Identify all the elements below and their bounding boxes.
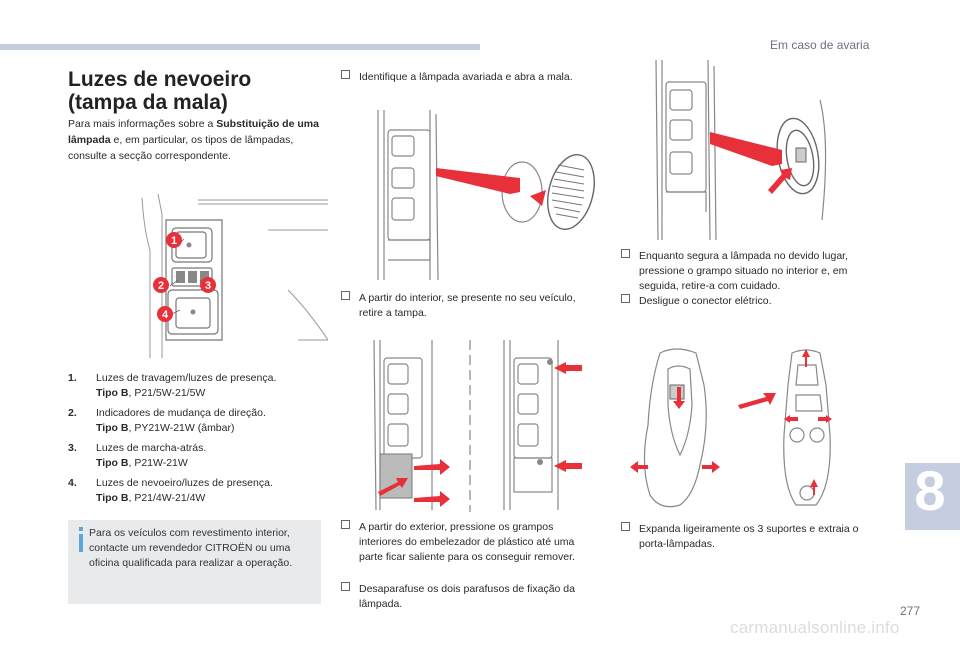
list-item: 3. Luzes de marcha-atrás. Tipo B, P21W-21W [68,441,318,471]
list-spec: , PY21W-21W (âmbar) [128,422,235,434]
checkbox-bullet-icon [621,294,630,303]
step-6-text: Desligue o conector elétrico. [639,295,772,307]
list-item: 2. Indicadores de mudança de direção. Tipo… [68,406,318,436]
red-arrow-icon [378,478,408,496]
checkbox-bullet-icon [341,291,350,300]
checkbox-bullet-icon [621,249,630,258]
list-spec: , P21W-21W [128,457,188,469]
list-num: 4. [68,477,77,489]
checkbox-bullet-icon [341,70,350,79]
list-tipo: Tipo B [96,457,129,469]
list-tipo: Tipo B [96,422,129,434]
watermark: carmanualsonline.info [730,618,900,637]
list-num: 1. [68,372,77,384]
red-arrow-icon [818,415,832,423]
step-2-text: A partir do interior, se presente no seu… [359,292,576,319]
list-text: Luzes de marcha-atrás. [96,442,207,454]
list-spec: , P21/4W-21/4W [128,492,206,504]
step-4-text: Desaparafuse os dois parafusos de fixaçã… [359,583,575,610]
step-5-text: Enquanto segura a lâmpada no devido luga… [639,250,848,292]
step-7-text: Expanda ligeiramente os 3 suportes e ext… [639,523,859,550]
callout-3-label: 3 [205,280,211,292]
list-item: 4. Luzes de nevoeiro/luzes de presença. Ti… [68,476,318,506]
callout-4-label: 4 [162,309,169,321]
header-bar [0,44,480,50]
red-arrow-icon [414,491,450,507]
red-arrow-icon [530,190,546,206]
red-arrow-icon [768,168,792,194]
callout-2-label: 2 [158,280,164,292]
callout-1 [166,232,182,248]
intro-bold-link: Substituição de uma lâmpada [68,118,319,146]
chapter-number: 8 [914,459,946,522]
red-arrow-icon [673,387,685,409]
figure-press-clip [655,60,827,241]
red-arrow-icon [738,393,776,409]
list-tipo: Tipo B [96,492,129,504]
checkbox-bullet-icon [341,582,350,591]
checkbox-bullet-icon [341,520,350,529]
red-arrow-icon [702,461,720,473]
step-3-text: A partir do exterior, pressione os gramp… [359,521,575,563]
list-text: Luzes de travagem/luzes de presença. [96,372,277,384]
list-num: 2. [68,407,77,419]
step-4: Desaparafuse os dois parafusos de fixaçã… [341,582,596,612]
red-arrow-icon [784,415,798,423]
lamp-list: 1. Luzes de travagem/luzes de presença. Ti… [68,371,318,511]
red-arrow-icon [436,168,520,194]
intro-text: Para mais informações sobre a [68,118,217,130]
intro-paragraph: Para mais informações sobre a Substituiç… [68,116,320,164]
callout-2 [153,277,169,293]
red-arrow-icon [802,349,810,367]
callout-3 [200,277,216,293]
figure-lamp-holder [630,348,832,508]
intro-text-end: e, em particular, os tipos de lâmpadas, … [68,134,294,162]
callout-badges: 1 2 3 4 [153,232,216,322]
step-6: Desligue o conector elétrico. [621,294,886,309]
info-icon [79,527,83,552]
step-5: Enquanto segura a lâmpada no devido luga… [621,249,886,294]
checkbox-bullet-icon [621,522,630,531]
step-1: Identifique a lâmpada avariada e abra a … [341,70,591,85]
section-header: Em caso de avaria [770,38,870,52]
step-3: A partir do exterior, pressione os gramp… [341,520,596,565]
callout-1-label: 1 [171,235,177,247]
list-tipo: Tipo B [96,387,129,399]
red-arrow-icon [554,460,582,472]
list-item: 1. Luzes de travagem/luzes de presença. Ti… [68,371,318,401]
list-spec: , P21/5W-21/5W [128,387,206,399]
step-2: A partir do interior, se presente no seu… [341,291,591,321]
callout-4 [157,306,173,322]
red-arrow-icon [414,459,450,475]
step-1-text: Identifique a lâmpada avariada e abra a … [359,71,573,83]
figure-remove-trim [373,340,582,512]
page-title: Luzes de nevoeiro (tampa da mala) [68,68,252,114]
chapter-tab [905,463,960,530]
page-number: 277 [900,604,921,618]
red-arrow-icon [554,362,582,374]
step-7: Expanda ligeiramente os 3 suportes e ext… [621,522,886,552]
red-arrow-icon [630,461,648,473]
info-note-box: Para os veículos com revestimento interi… [68,520,321,604]
red-arrow-icon [810,479,818,495]
list-text: Luzes de nevoeiro/luzes de presença. [96,477,273,489]
red-arrow-icon [710,132,782,166]
info-note-text: Para os veículos com revestimento interi… [89,527,293,569]
list-num: 3. [68,442,77,454]
list-text: Indicadores de mudança de direção. [96,407,266,419]
figure-open-trunk [377,110,595,281]
